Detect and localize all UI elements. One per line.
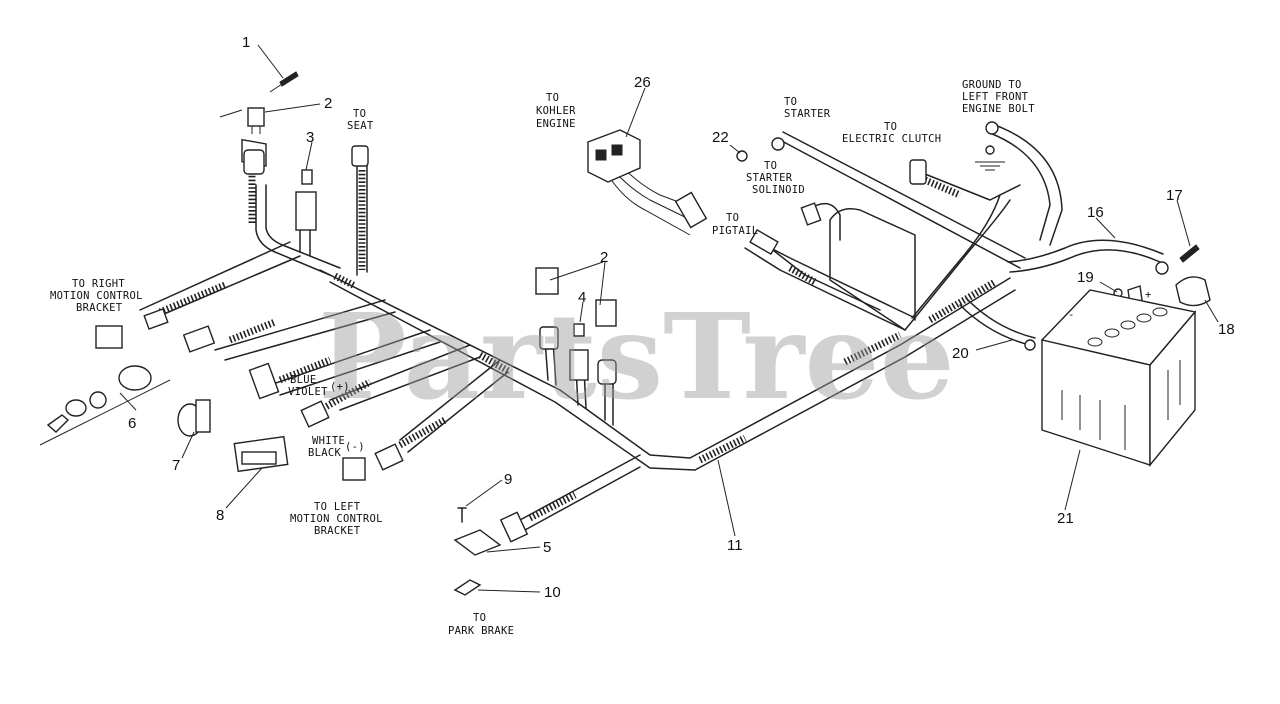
label-to-pigtail: TO PIGTAIL [712, 212, 758, 237]
part-1-screw [269, 71, 299, 93]
mid-connectors [182, 325, 404, 481]
svg-text:(+): (+) [330, 381, 350, 393]
svg-text:ENGINE: ENGINE [536, 118, 576, 130]
label-to-seat: TO SEAT [347, 108, 374, 132]
part-18-boot [1175, 276, 1211, 307]
svg-text:SOLINOID: SOLINOID [752, 184, 805, 196]
callout-17: 17 [1166, 187, 1183, 204]
part-8-switch [233, 435, 289, 473]
callout-2-center: 2 [600, 249, 608, 266]
part-2-relays-center [535, 267, 617, 327]
harness-looms [158, 170, 997, 522]
leader-lines [119, 44, 1219, 593]
svg-text:GROUND TO: GROUND TO [962, 79, 1022, 91]
part-6-ignition-switch [39, 365, 171, 446]
callout-20: 20 [952, 345, 969, 362]
callout-10: 10 [544, 584, 561, 601]
label-to-right-motion: TO RIGHT MOTION CONTROL BRACKET [50, 278, 143, 314]
callout-3: 3 [306, 129, 314, 146]
svg-text:PARK BRAKE: PARK BRAKE [448, 625, 514, 637]
callout-6: 6 [128, 415, 136, 432]
part-9-screw [457, 507, 467, 523]
callout-19: 19 [1077, 269, 1094, 286]
starter-terminal [771, 137, 785, 151]
svg-text:VIOLET: VIOLET [288, 386, 328, 398]
label-blue-violet: BLUE VIOLET (+) [288, 374, 350, 398]
svg-text:KOHLER: KOHLER [536, 105, 576, 117]
battery-minus-label: - [1068, 309, 1075, 321]
label-to-electric-clutch: TO ELECTRIC CLUTCH [842, 121, 941, 145]
svg-text:TO: TO [473, 612, 486, 624]
svg-text:MOTION CONTROL: MOTION CONTROL [290, 513, 383, 525]
label-to-starter: TO STARTER [784, 96, 831, 120]
svg-text:BRACKET: BRACKET [314, 525, 361, 537]
callout-21: 21 [1057, 510, 1074, 527]
callout-4: 4 [578, 289, 586, 306]
center-connectors [539, 326, 617, 385]
svg-text:TO: TO [764, 160, 777, 172]
callout-5: 5 [543, 539, 551, 556]
label-ground: GROUND TO LEFT FRONT ENGINE BOLT [962, 79, 1035, 115]
main-harness [139, 124, 1164, 531]
svg-text:TO: TO [726, 212, 739, 224]
svg-text:TO LEFT: TO LEFT [314, 501, 361, 513]
callout-8: 8 [216, 507, 224, 524]
part-17-bolt [1155, 244, 1200, 275]
svg-text:MOTION CONTROL: MOTION CONTROL [50, 290, 143, 302]
svg-text:TO RIGHT: TO RIGHT [72, 278, 125, 290]
battery-plus-label: + [1145, 289, 1152, 301]
callout-9: 9 [504, 471, 512, 488]
svg-text:BLUE: BLUE [290, 374, 317, 386]
part-7-meter [177, 399, 211, 437]
watermark: PartsTree [318, 287, 955, 426]
part-5-park-brake-switch [453, 511, 529, 556]
svg-text:TO: TO [784, 96, 797, 108]
callout-16: 16 [1087, 204, 1104, 221]
callout-7: 7 [172, 457, 180, 474]
svg-text:SEAT: SEAT [347, 120, 374, 132]
svg-text:LEFT FRONT: LEFT FRONT [962, 91, 1029, 103]
callout-18: 18 [1218, 321, 1235, 338]
ground-lug [975, 121, 1005, 171]
part-4-fuse [569, 323, 589, 381]
label-to-starter-solenoid: TO STARTER SOLINOID [746, 160, 805, 196]
callout-11: 11 [727, 537, 743, 554]
callout-numbers: 1 2 3 4 5 6 7 8 9 10 11 16 17 18 19 20 2… [128, 34, 1235, 601]
seat-connector [351, 145, 369, 167]
right-motion-connector [95, 308, 169, 349]
callout-26: 26 [634, 74, 651, 91]
part-21-battery: - + [1040, 289, 1197, 467]
part-10-clip [453, 579, 482, 596]
part-22-nut [736, 150, 748, 162]
part-20-cable-end [1024, 339, 1036, 351]
svg-text:BRACKET: BRACKET [76, 302, 123, 314]
label-to-left-motion: TO LEFT MOTION CONTROL BRACKET [290, 501, 383, 537]
label-white-black: WHITE BLACK (-) [308, 435, 365, 459]
svg-text:ENGINE BOLT: ENGINE BOLT [962, 103, 1035, 115]
svg-text:STARTER: STARTER [746, 172, 793, 184]
solenoid-connector [800, 202, 822, 226]
svg-text:STARTER: STARTER [784, 108, 831, 120]
label-to-park-brake: TO PARK BRAKE [448, 612, 514, 637]
clutch-connector [909, 159, 927, 185]
svg-text:PIGTAIL: PIGTAIL [712, 225, 758, 237]
svg-text:TO: TO [546, 92, 559, 104]
svg-text:TO: TO [884, 121, 897, 133]
svg-text:ELECTRIC CLUTCH: ELECTRIC CLUTCH [842, 133, 941, 145]
svg-text:BLACK: BLACK [308, 447, 341, 459]
pigtail-connector [749, 228, 779, 256]
svg-text:(-): (-) [345, 441, 365, 453]
connector-left-top [243, 149, 265, 175]
text-labels: TO SEAT TO RIGHT MOTION CONTROL BRACKET … [50, 79, 1035, 637]
callout-2-top: 2 [324, 95, 332, 112]
svg-text:WHITE: WHITE [312, 435, 345, 447]
svg-text:TO: TO [353, 108, 366, 120]
label-to-kohler: TO KOHLER ENGINE [536, 92, 576, 130]
part-26-kohler-connector [587, 129, 708, 229]
callout-22: 22 [712, 129, 729, 146]
callout-1: 1 [242, 34, 250, 51]
part-3-fuse [295, 169, 317, 231]
